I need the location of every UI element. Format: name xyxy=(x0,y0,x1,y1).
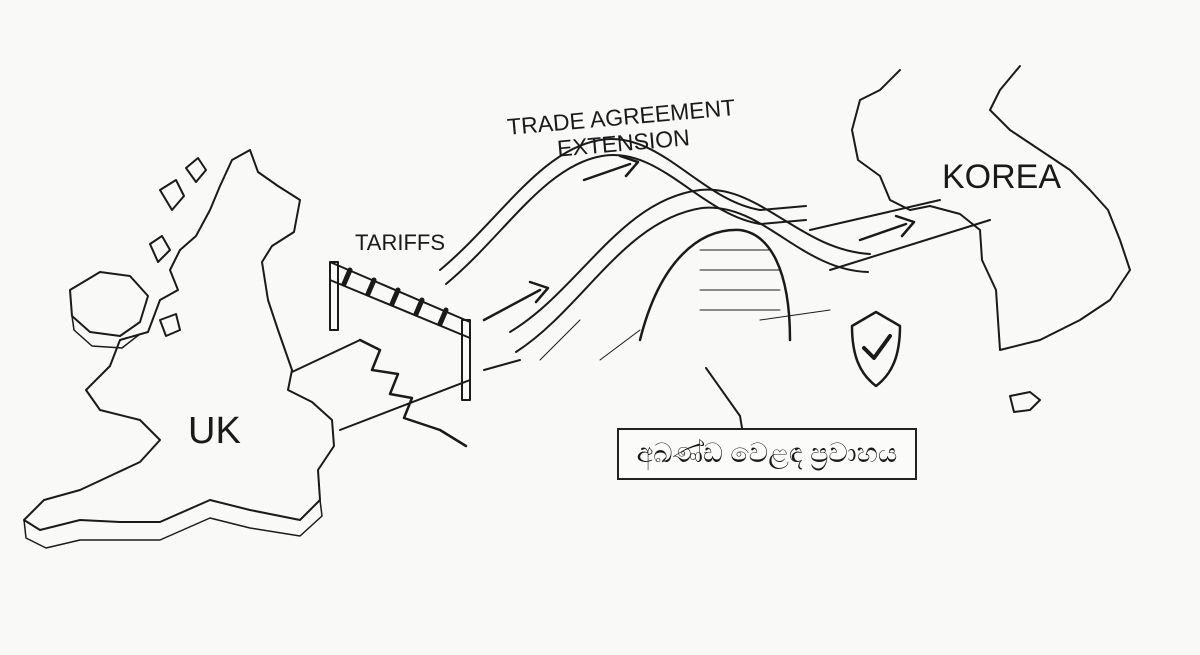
callout-text: අඛණ්ඩ වෙළඳ ප්‍රවාහය xyxy=(636,438,898,468)
uk-label: UK xyxy=(188,410,241,452)
callout-box: අඛණ්ඩ වෙළඳ ප්‍රවාහය xyxy=(617,428,917,480)
arrow-icon xyxy=(482,154,916,322)
callout-pointer xyxy=(705,367,743,429)
bridge-icon xyxy=(439,138,871,361)
barrier-icon xyxy=(329,261,471,401)
tariffs-label: TARIFFS xyxy=(355,230,446,255)
crack-icon xyxy=(358,338,468,448)
uk-map xyxy=(23,149,335,549)
road xyxy=(291,199,991,431)
shield-check-icon xyxy=(850,310,902,388)
korea-map xyxy=(851,65,1131,413)
korea-label: KOREA xyxy=(942,158,1062,196)
